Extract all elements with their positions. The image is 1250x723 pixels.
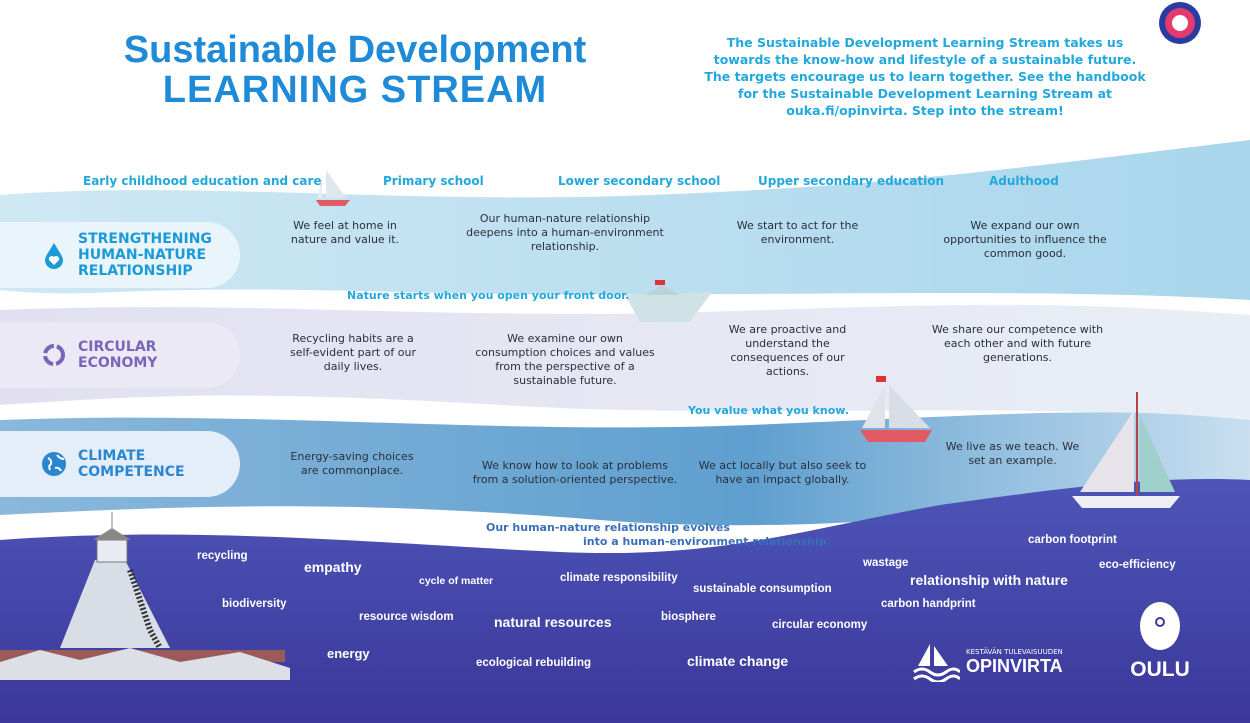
cell: We start to act for the environment. xyxy=(736,219,859,246)
lighthouse xyxy=(60,512,170,650)
cell: We act locally but also seek to have an … xyxy=(698,459,867,486)
recycle-arrows-icon xyxy=(43,344,65,366)
keyword: carbon handprint xyxy=(881,598,976,610)
keyword: carbon footprint xyxy=(1028,534,1117,546)
slogan: Our human-nature relationship evolves xyxy=(486,521,730,534)
keyword: climate change xyxy=(687,653,789,669)
paper-boat xyxy=(625,280,712,322)
oulu-emblem-icon xyxy=(1140,602,1180,650)
water-drop-heart-icon xyxy=(45,243,63,269)
keyword: energy xyxy=(327,646,370,661)
keyword: sustainable consumption xyxy=(693,583,832,595)
opinvirta-logo: KESTÄVÄN TULEVAISUUDEN OPINVIRTA xyxy=(912,642,1063,682)
keyword: biosphere xyxy=(661,611,716,623)
cell: Energy-saving choices are commonplace. xyxy=(290,450,414,477)
keyword: climate responsibility xyxy=(560,572,678,584)
cell: Our human-nature relationship deepens in… xyxy=(466,212,664,253)
keyword: empathy xyxy=(304,559,362,575)
keyword: biodiversity xyxy=(222,598,287,610)
cell: We live as we teach. We set an example. xyxy=(945,440,1080,467)
cell: Recycling habits are a self-evident part… xyxy=(289,332,417,373)
stage-lower-secondary: Lower secondary school xyxy=(558,174,721,188)
large-sailboat xyxy=(1072,392,1180,508)
keyword: natural resources xyxy=(494,614,612,630)
cell: We feel at home in nature and value it. xyxy=(290,219,400,246)
page-title: Sustainable Development LEARNING STREAM xyxy=(123,29,587,111)
theme-circular-economy: CIRCULAR ECONOMY xyxy=(0,322,240,388)
cell: We expand our own opportunities to influ… xyxy=(943,219,1107,260)
oulu-logo: OULU xyxy=(1130,600,1190,682)
stage-adulthood: Adulthood xyxy=(989,174,1059,188)
slogan: Nature starts when you open your front d… xyxy=(347,289,630,302)
red-sailboat xyxy=(860,376,932,442)
small-sailboat xyxy=(316,170,350,206)
slogan: You value what you know. xyxy=(688,404,849,417)
oulu-emblem-top xyxy=(1159,2,1201,44)
boat-wave-logo-icon xyxy=(913,644,960,682)
cell: We examine our own consumption choices a… xyxy=(475,332,655,387)
cell: We know how to look at problems from a s… xyxy=(472,459,678,486)
intro-text: The Sustainable Development Learning Str… xyxy=(704,35,1146,118)
slogan: into a human-environment relationship. xyxy=(583,535,832,548)
keyword: cycle of matter xyxy=(419,575,494,587)
stage-early-childhood: Early childhood education and care xyxy=(83,174,322,188)
keyword: relationship with nature xyxy=(910,572,1068,588)
keyword: ecological rebuilding xyxy=(476,657,592,669)
keyword: wastage xyxy=(863,557,909,569)
keyword: resource wisdom xyxy=(359,611,454,623)
cell: We are proactive and understand the cons… xyxy=(728,323,847,378)
stage-primary: Primary school xyxy=(383,174,484,188)
stage-upper-secondary: Upper secondary education xyxy=(758,174,945,188)
keyword: eco-efficiency xyxy=(1099,559,1176,571)
theme-human-nature: STRENGTHENING HUMAN-NATURE RELATIONSHIP xyxy=(0,222,240,288)
globe-icon xyxy=(42,452,66,476)
cell: We share our competence with each other … xyxy=(931,323,1104,364)
keyword: recycling xyxy=(197,550,248,562)
keyword: circular economy xyxy=(772,619,868,631)
theme-climate-competence: CLIMATE COMPETENCE xyxy=(0,431,240,497)
